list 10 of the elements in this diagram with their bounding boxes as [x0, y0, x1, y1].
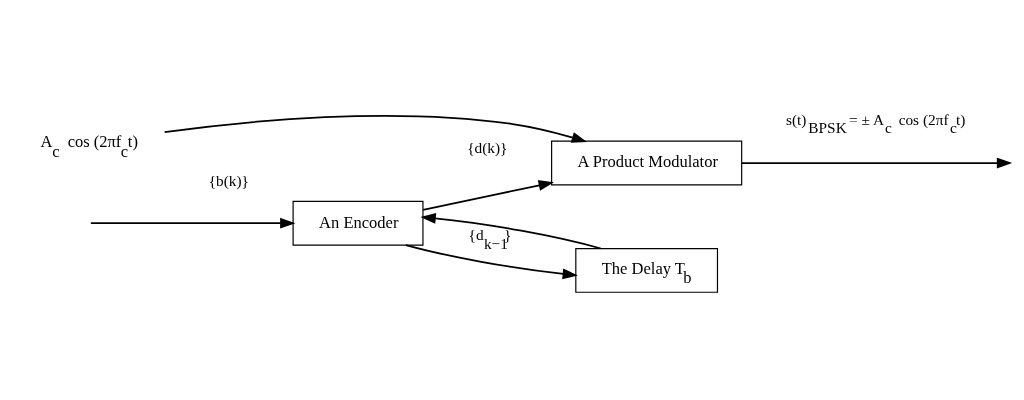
edge-label: {d(k)}: [466, 138, 507, 156]
arrow: [163, 114, 587, 143]
edge-label: {b(k)}: [208, 171, 249, 189]
arrow: [421, 179, 554, 211]
arrow: [740, 157, 1012, 168]
node-box: An Encoder: [292, 200, 424, 246]
arrow: [404, 243, 578, 279]
arrow: [419, 212, 602, 249]
node-box: A Product Modulator: [550, 140, 742, 185]
arrow: [89, 217, 295, 229]
